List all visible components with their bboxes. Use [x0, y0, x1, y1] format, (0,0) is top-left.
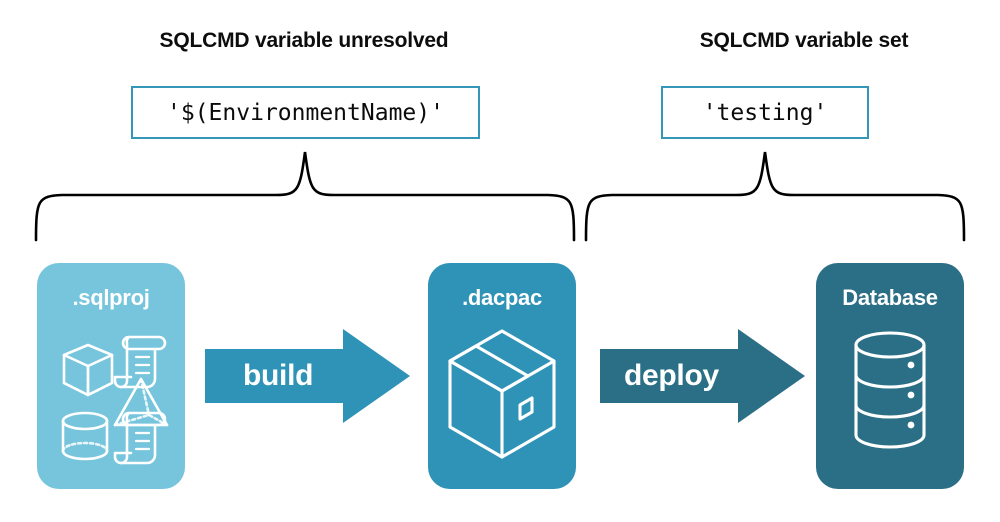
card-database[interactable]: Database	[816, 263, 964, 489]
code-box-resolved-variable: 'testing'	[661, 86, 869, 139]
curly-brace-left	[34, 151, 576, 242]
card-label-database: Database	[842, 285, 938, 310]
script-scroll-icon	[113, 411, 167, 465]
arrow-deploy-shape	[600, 329, 805, 423]
curly-brace-right	[584, 151, 966, 242]
section-title-build: SQLCMD variable unresolved	[159, 29, 449, 52]
arrow-build: build	[205, 329, 410, 423]
cylinder-icon	[61, 411, 109, 461]
database-cylinder-icon	[854, 331, 926, 449]
sqlproj-artifact-icons	[61, 335, 169, 465]
card-dacpac[interactable]: .dacpac	[428, 263, 576, 489]
code-box-unresolved-variable: '$(EnvironmentName)'	[131, 86, 480, 139]
arrow-label-deploy: deploy	[624, 359, 719, 392]
arrow-label-build: build	[243, 359, 314, 392]
cube-icon	[62, 343, 114, 397]
card-label-sqlproj: .sqlproj	[72, 285, 150, 310]
card-sqlproj[interactable]: .sqlproj	[37, 263, 185, 489]
database-status-dots	[907, 361, 915, 429]
arrow-build-shape	[205, 329, 410, 423]
dacpac-package-icon	[448, 329, 556, 459]
script-scroll-icon	[113, 335, 167, 389]
card-label-dacpac: .dacpac	[462, 285, 542, 310]
arrow-deploy: deploy	[600, 329, 805, 423]
section-title-deploy: SQLCMD variable set	[699, 29, 909, 52]
